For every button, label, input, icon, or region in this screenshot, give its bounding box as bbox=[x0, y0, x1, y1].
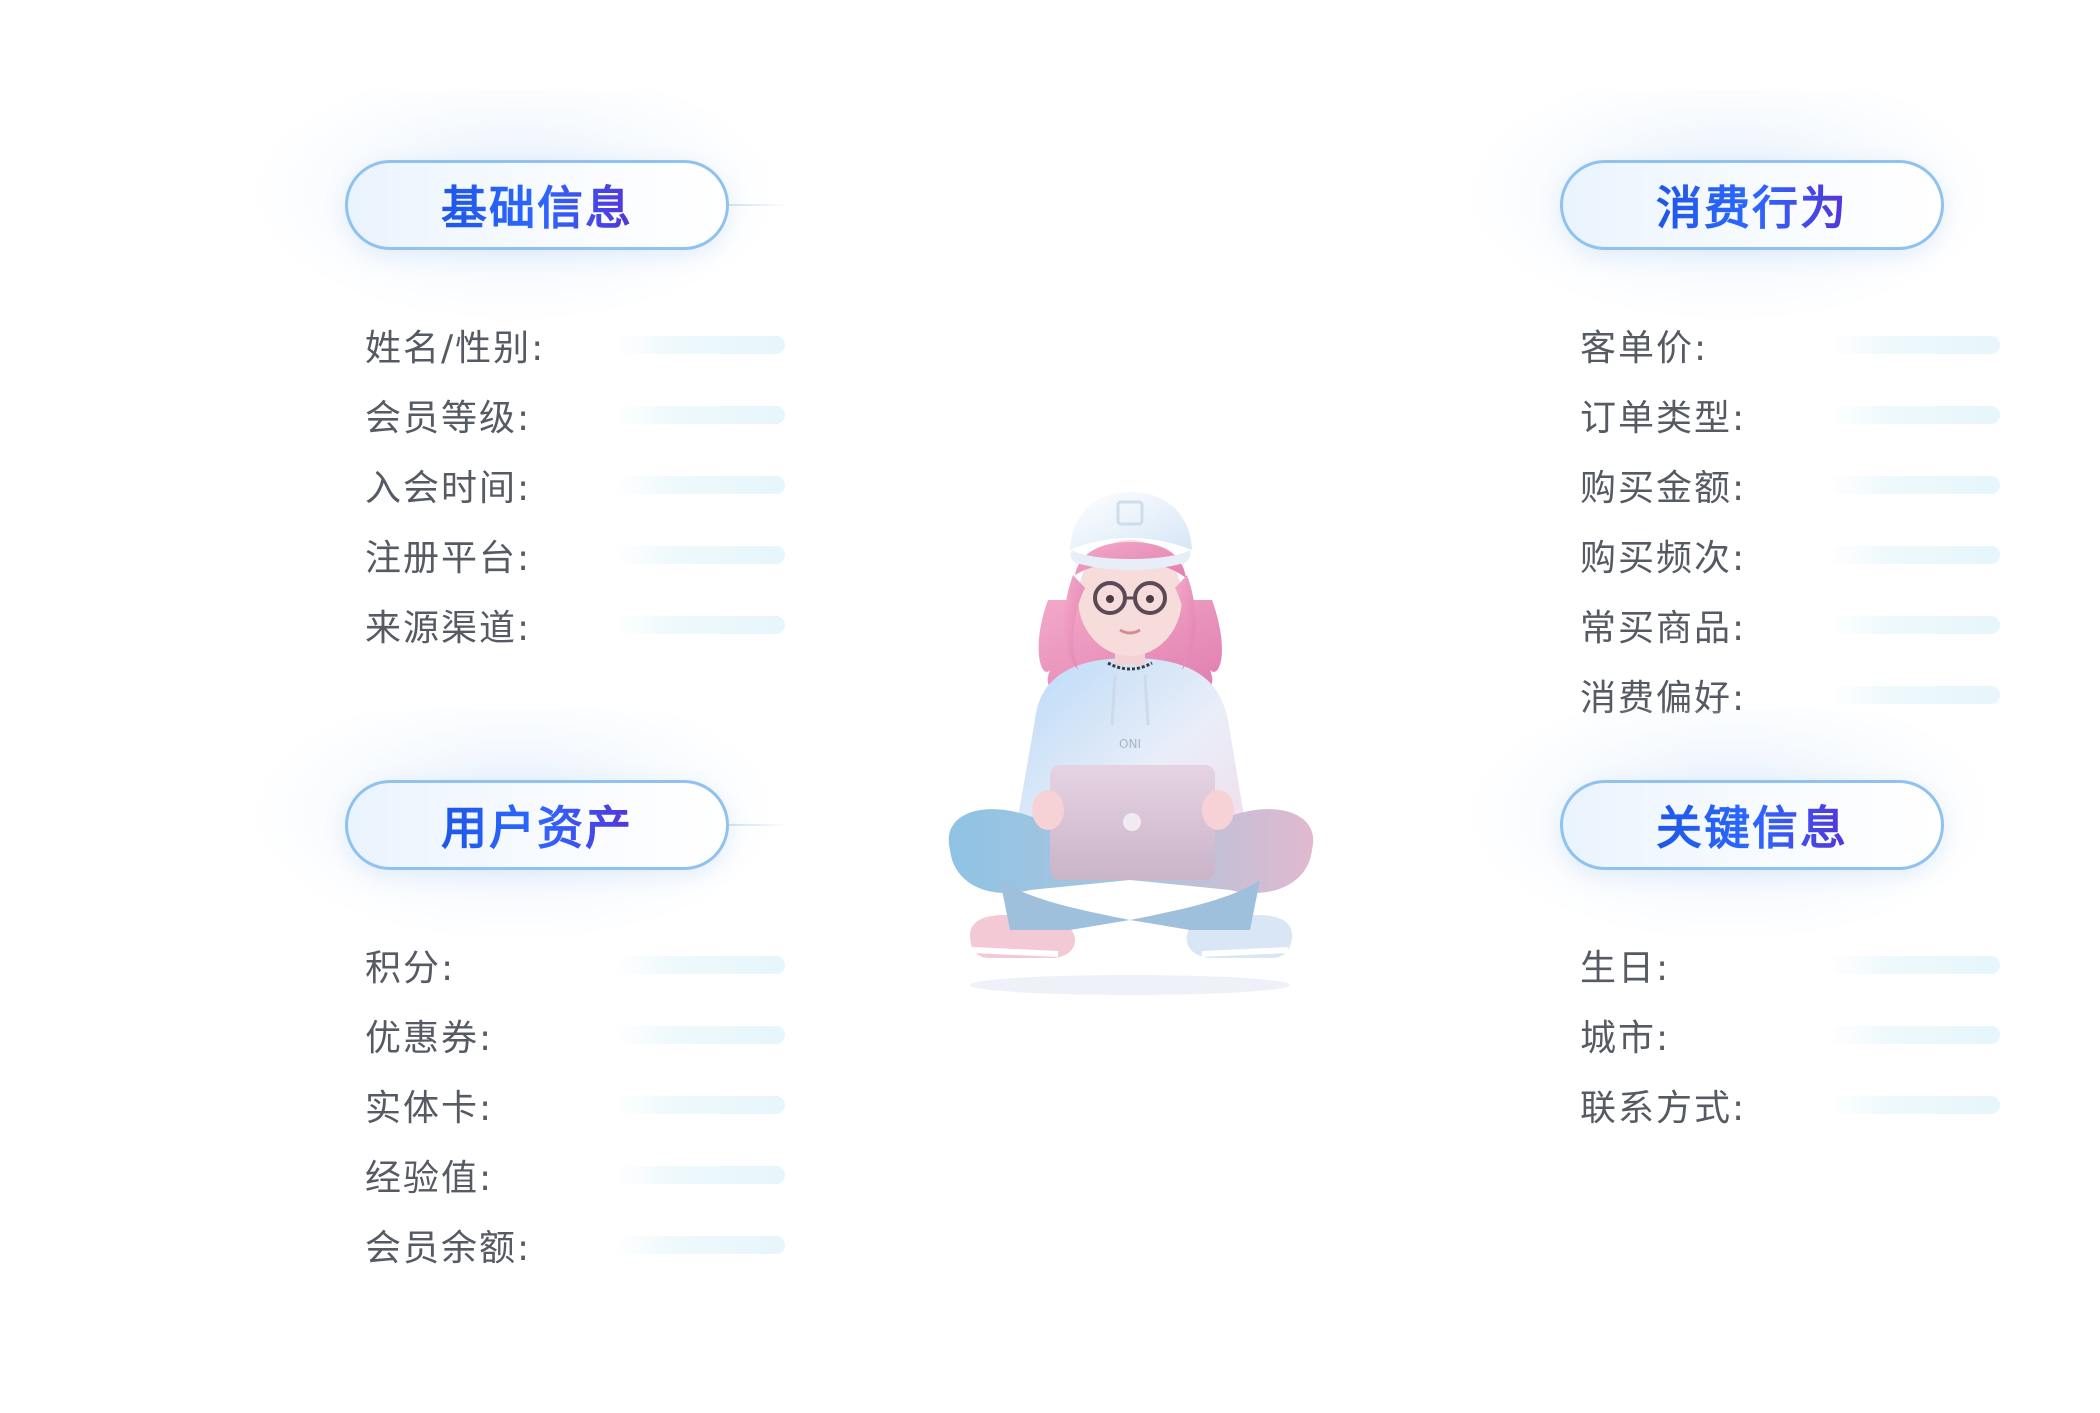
field-label: 联系方式: bbox=[1580, 1088, 1747, 1129]
hoodie-print-text: ONI bbox=[1119, 737, 1141, 751]
field-experience: 经验值: bbox=[365, 1140, 785, 1210]
value-placeholder-bar bbox=[1830, 1096, 2000, 1114]
field-source-channel: 来源渠道: bbox=[365, 590, 785, 660]
field-label: 会员余额: bbox=[365, 1228, 532, 1269]
field-purchase-frequency: 购买频次: bbox=[1580, 520, 2000, 590]
field-label: 常买商品: bbox=[1580, 608, 1747, 649]
field-label: 来源渠道: bbox=[365, 608, 532, 649]
field-join-time: 入会时间: bbox=[365, 450, 785, 520]
field-label: 经验值: bbox=[365, 1158, 494, 1199]
field-contact: 联系方式: bbox=[1580, 1070, 2000, 1140]
field-label: 会员等级: bbox=[365, 398, 532, 439]
field-list: 生日: 城市: 联系方式: bbox=[1580, 930, 2000, 1140]
group-title: 基础信息 bbox=[441, 172, 633, 238]
field-order-type: 订单类型: bbox=[1580, 380, 2000, 450]
field-label: 购买金额: bbox=[1580, 468, 1747, 509]
value-placeholder-bar bbox=[615, 1026, 785, 1044]
field-label: 优惠券: bbox=[365, 1018, 494, 1059]
field-label: 客单价: bbox=[1580, 328, 1709, 369]
field-member-balance: 会员余额: bbox=[365, 1210, 785, 1280]
field-avg-order-value: 客单价: bbox=[1580, 310, 2000, 380]
value-placeholder-bar bbox=[615, 546, 785, 564]
value-placeholder-bar bbox=[1830, 336, 2000, 354]
girl-with-laptop-icon: ONI bbox=[948, 492, 1314, 995]
field-physical-card: 实体卡: bbox=[365, 1070, 785, 1140]
value-placeholder-bar bbox=[1830, 616, 2000, 634]
field-birthday: 生日: bbox=[1580, 930, 2000, 1000]
field-label: 入会时间: bbox=[365, 468, 532, 509]
field-label: 注册平台: bbox=[365, 538, 532, 579]
field-list: 积分: 优惠券: 实体卡: 经验值: 会员余额: bbox=[365, 930, 785, 1280]
pill-header: 消费行为 bbox=[1560, 160, 1944, 250]
value-placeholder-bar bbox=[615, 1236, 785, 1254]
connector-line bbox=[729, 204, 789, 206]
value-placeholder-bar bbox=[615, 616, 785, 634]
field-coupons: 优惠券: bbox=[365, 1000, 785, 1070]
field-label: 积分: bbox=[365, 948, 456, 989]
pill-header: 关键信息 bbox=[1560, 780, 1944, 870]
group-title: 关键信息 bbox=[1656, 792, 1848, 858]
value-placeholder-bar bbox=[615, 1166, 785, 1184]
value-placeholder-bar bbox=[1830, 1026, 2000, 1044]
value-placeholder-bar bbox=[615, 336, 785, 354]
field-label: 生日: bbox=[1580, 948, 1671, 989]
field-purchase-amount: 购买金额: bbox=[1580, 450, 2000, 520]
field-points: 积分: bbox=[365, 930, 785, 1000]
value-placeholder-bar bbox=[1830, 956, 2000, 974]
girl-with-laptop-illustration: ONI bbox=[930, 480, 1330, 1000]
field-label: 订单类型: bbox=[1580, 398, 1747, 439]
group-title: 消费行为 bbox=[1656, 172, 1848, 238]
field-name-gender: 姓名/性别: bbox=[365, 310, 785, 380]
value-placeholder-bar bbox=[1830, 686, 2000, 704]
field-label: 实体卡: bbox=[365, 1088, 494, 1129]
pill-header: 基础信息 bbox=[345, 160, 729, 250]
field-list: 姓名/性别: 会员等级: 入会时间: 注册平台: 来源渠道: bbox=[365, 310, 785, 660]
field-frequent-products: 常买商品: bbox=[1580, 590, 2000, 660]
field-list: 客单价: 订单类型: 购买金额: 购买频次: 常买商品: 消费偏好: bbox=[1580, 310, 2000, 730]
field-label: 购买频次: bbox=[1580, 538, 1747, 579]
field-register-platform: 注册平台: bbox=[365, 520, 785, 590]
value-placeholder-bar bbox=[615, 956, 785, 974]
value-placeholder-bar bbox=[1830, 546, 2000, 564]
value-placeholder-bar bbox=[615, 1096, 785, 1114]
field-city: 城市: bbox=[1580, 1000, 2000, 1070]
field-consumption-preference: 消费偏好: bbox=[1580, 660, 2000, 730]
value-placeholder-bar bbox=[1830, 406, 2000, 424]
field-member-level: 会员等级: bbox=[365, 380, 785, 450]
field-label: 消费偏好: bbox=[1580, 678, 1747, 719]
value-placeholder-bar bbox=[615, 476, 785, 494]
value-placeholder-bar bbox=[1830, 476, 2000, 494]
connector-line bbox=[729, 824, 789, 826]
value-placeholder-bar bbox=[615, 406, 785, 424]
field-label: 城市: bbox=[1580, 1018, 1671, 1059]
pill-header: 用户资产 bbox=[345, 780, 729, 870]
group-title: 用户资产 bbox=[441, 792, 633, 858]
field-label: 姓名/性别: bbox=[365, 328, 546, 369]
